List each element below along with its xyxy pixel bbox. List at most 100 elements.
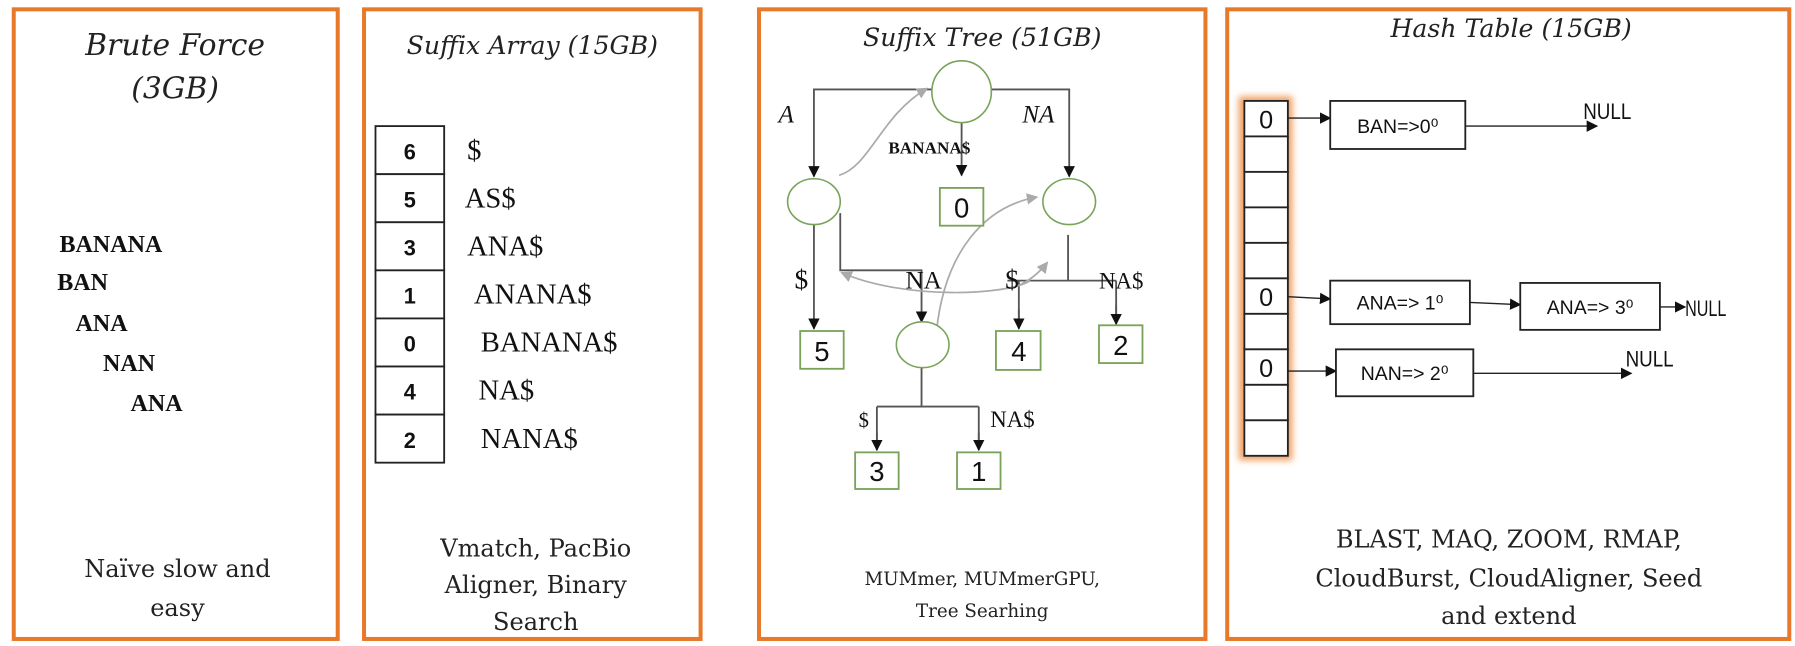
tree-edge [1007, 234, 1118, 328]
hash-table-title: Hash Table (15GB) [1389, 14, 1631, 43]
edge-label: $ [794, 265, 808, 295]
suffix-array-panel: Suffix Array (15GB) 6 $5 AS$ 3 ANA$ 1 ANANA$ 0 B… [362, 7, 703, 641]
tree-leaf: 4 [995, 330, 1042, 371]
tree-root-node [931, 60, 993, 124]
chain-arrow [1469, 298, 1522, 310]
tree-internal-node [786, 177, 842, 226]
suffix-text: $ [467, 135, 481, 166]
suffix-index: 3 [404, 235, 416, 260]
hash-entry [1329, 279, 1471, 326]
tree-edge [839, 213, 928, 323]
svg-text:5: 5 [814, 336, 829, 367]
hash-bucket: 0 [1243, 348, 1289, 386]
hash-entry-label: BAN=>0⁰ [1357, 116, 1438, 138]
tree-leaf: 1 [956, 451, 1002, 490]
suffix-array-row: 4 NA$ [374, 365, 535, 416]
hash-bucket [1243, 419, 1289, 457]
brute-force-panel: Brute Force (3GB) BANANA BAN ANA NAN ANA… [11, 7, 340, 641]
suffix-index: 5 [404, 187, 416, 212]
tree-edge [875, 366, 980, 449]
hash-entry [1335, 348, 1475, 398]
hash-entry [1519, 282, 1661, 331]
edge-label: $ [859, 410, 869, 432]
hash-entry-label: ANA=> 1⁰ [1357, 292, 1444, 314]
hash-bucket-value: 0 [1259, 106, 1273, 134]
edge-label: NA$ [990, 407, 1034, 432]
suffix-text: ANANA$ [474, 280, 592, 311]
null-label: NULL [1685, 296, 1726, 321]
tree-leaf: 5 [799, 330, 845, 370]
null-label: NULL [1583, 99, 1631, 124]
hash-bucket-value: 0 [1259, 284, 1273, 312]
tree-internal-node [1042, 177, 1097, 226]
suffix-array-row: 1 ANANA$ [374, 269, 592, 320]
suffix-array-title: Suffix Array (15GB) [407, 31, 658, 60]
suffix-index-cell [374, 413, 446, 464]
brute-force-caption: Naïve slow and [84, 555, 270, 583]
brute-string: NAN [103, 351, 156, 377]
tree-internal-node [895, 321, 950, 369]
null-label: NULL [1626, 347, 1674, 372]
hash-bucket [1243, 170, 1289, 209]
suffix-link [838, 87, 929, 177]
hash-bucket: 0 [1243, 277, 1289, 315]
suffix-link [935, 193, 1039, 333]
suffix-index-cell [374, 317, 446, 368]
hash-entry-label: NAN=> 2⁰ [1361, 363, 1449, 385]
hash-table-caption: CloudBurst, CloudAligner, Seed [1315, 564, 1702, 592]
suffix-text: AS$ [465, 183, 516, 214]
suffix-tree-title: Suffix Tree (51GB) [863, 23, 1101, 52]
suffix-index: 4 [404, 380, 416, 405]
suffix-text: NANA$ [481, 424, 578, 455]
edge-label: NA$ [1099, 269, 1143, 294]
suffix-index: 0 [404, 332, 416, 357]
tree-edge [990, 88, 1075, 178]
suffix-tree-caption: MUMmer, MUMmerGPU, [865, 569, 1100, 590]
tree-leaf: 3 [854, 451, 900, 490]
hash-bucket [1243, 135, 1289, 173]
hash-bucket: 0 [1243, 99, 1289, 138]
hash-bucket [1243, 312, 1289, 351]
suffix-array-row: 2 NANA$ [374, 413, 578, 464]
edge-label: A [776, 102, 794, 129]
suffix-index: 2 [404, 428, 416, 453]
tree-edge [808, 88, 933, 178]
hash-bucket [1243, 383, 1289, 422]
suffix-text: ANA$ [467, 231, 543, 262]
svg-text:4: 4 [1011, 336, 1026, 367]
edge-label: BANANA$ [888, 139, 970, 158]
hash-bucket [1243, 206, 1289, 244]
suffix-tree-panel: Suffix Tree (51GB) 0 5 4 2 3 1 A NA BAN [756, 7, 1208, 641]
tree-leaf: 0 [938, 187, 985, 227]
hash-table-panel: Hash Table (15GB) 0 0 0 BAN=>0⁰ NULL ANA=>… [1225, 7, 1792, 641]
svg-text:1: 1 [971, 456, 986, 487]
edge-label: $ [1005, 265, 1019, 295]
svg-text:0: 0 [954, 193, 969, 224]
hash-table-caption: and extend [1441, 602, 1576, 630]
edge-label: NA [906, 268, 942, 295]
brute-force-size: (3GB) [131, 72, 219, 107]
hash-bucket [1243, 241, 1289, 280]
suffix-index-cell [374, 173, 446, 224]
suffix-index: 1 [404, 284, 416, 309]
edge-label: NA [1021, 102, 1055, 129]
hash-entry [1329, 99, 1467, 150]
brute-string: ANA [131, 391, 184, 417]
hash-entry-label: ANA=> 3⁰ [1547, 297, 1634, 319]
suffix-array-caption: Search [493, 608, 578, 636]
suffix-text: NA$ [479, 376, 535, 407]
brute-string: BANANA [60, 232, 163, 258]
suffix-index-cell [374, 269, 446, 320]
brute-string: BAN [57, 270, 108, 296]
brute-force-title: Brute Force [84, 28, 265, 63]
suffix-array-row: 5 AS$ [374, 173, 516, 224]
brute-string: ANA [76, 311, 129, 337]
suffix-array-caption: Vmatch, PacBio [439, 535, 631, 563]
suffix-index: 6 [404, 139, 416, 164]
hash-table-caption: BLAST, MAQ, ZOOM, RMAP, [1336, 525, 1682, 553]
suffix-text: BANANA$ [481, 328, 618, 359]
suffix-array-row: 3 ANA$ [374, 221, 543, 272]
chain-arrow [1287, 292, 1332, 305]
suffix-array-row: 0 BANANA$ [374, 317, 618, 368]
